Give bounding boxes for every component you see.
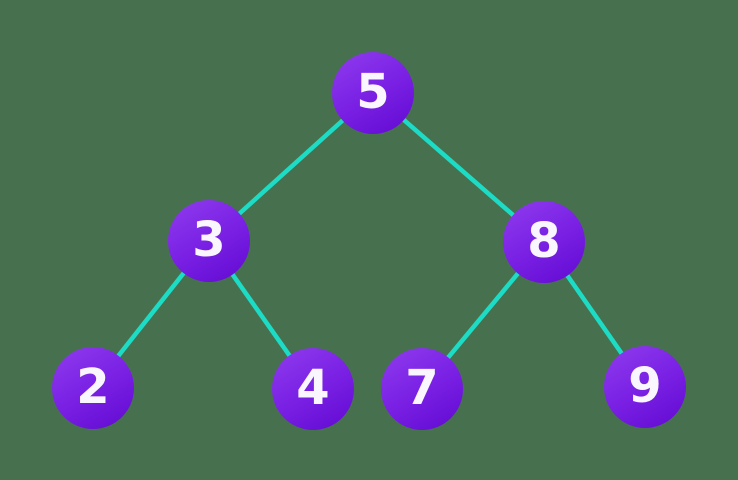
- tree-node-3: 3: [168, 200, 250, 282]
- tree-node-5: 5: [332, 52, 414, 134]
- tree-node-2: 2: [52, 347, 134, 429]
- tree-node-7: 7: [381, 348, 463, 430]
- node-value-label: 7: [405, 360, 439, 416]
- node-value-label: 9: [628, 358, 662, 414]
- node-value-label: 8: [527, 213, 561, 269]
- node-value-label: 2: [76, 359, 110, 415]
- node-value-label: 5: [356, 64, 390, 120]
- node-value-label: 4: [296, 360, 330, 416]
- tree-node-9: 9: [604, 346, 686, 428]
- node-value-label: 3: [192, 212, 226, 268]
- tree-node-4: 4: [272, 348, 354, 430]
- tree-node-8: 8: [503, 201, 585, 283]
